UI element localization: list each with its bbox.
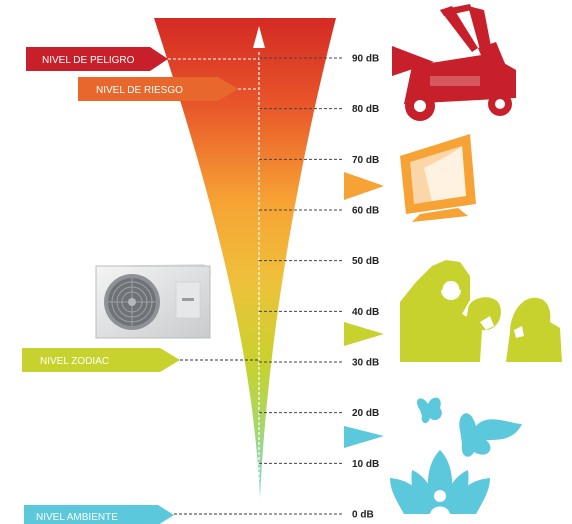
lawnmower-icon [392,4,516,121]
level-peligro: NIVEL DE PELIGRO [26,47,259,71]
level-riesgo-arrow [78,77,238,101]
level-zodiac: NIVEL ZODIAC [22,348,259,372]
db-tick-label: 60 dB [352,206,379,217]
level-ambiente: NIVEL AMBIENTE [24,505,259,524]
lotus-flower-icon [390,450,490,514]
db-tick-label: 0 dB [352,510,374,521]
noise-cone [154,18,336,498]
db-tick-label: 20 dB [352,408,379,419]
heat-pump-image [95,264,212,339]
level-peligro-arrow [26,47,168,71]
db-tick-label: 80 dB [352,104,379,115]
db-tick-label: 50 dB [352,256,379,267]
level-zodiac-arrow [22,348,180,372]
level-ambiente-arrow [24,505,174,524]
butterflies-icon [344,397,522,457]
db-scale: 90 dB 80 dB 70 dB 60 dB 50 dB 40 dB 30 dB 20 dB… [259,54,379,521]
db-tick-label: 10 dB [352,459,379,470]
db-tick-label: 90 dB [352,54,379,65]
level-zodiac-label: NIVEL ZODIAC [40,356,109,367]
axis-arrow-icon [253,26,265,48]
db-tick-label: 40 dB [352,307,379,318]
level-ambiente-label: NIVEL AMBIENTE [36,512,118,523]
level-riesgo-label: NIVEL DE RIESGO [96,85,183,96]
db-tick-label: 70 dB [352,155,379,166]
television-icon [344,134,476,222]
people-talking-icon [344,260,562,362]
level-peligro-label: NIVEL DE PELIGRO [42,55,135,66]
level-riesgo: NIVEL DE RIESGO [78,77,259,101]
db-tick-label: 30 dB [352,358,379,369]
